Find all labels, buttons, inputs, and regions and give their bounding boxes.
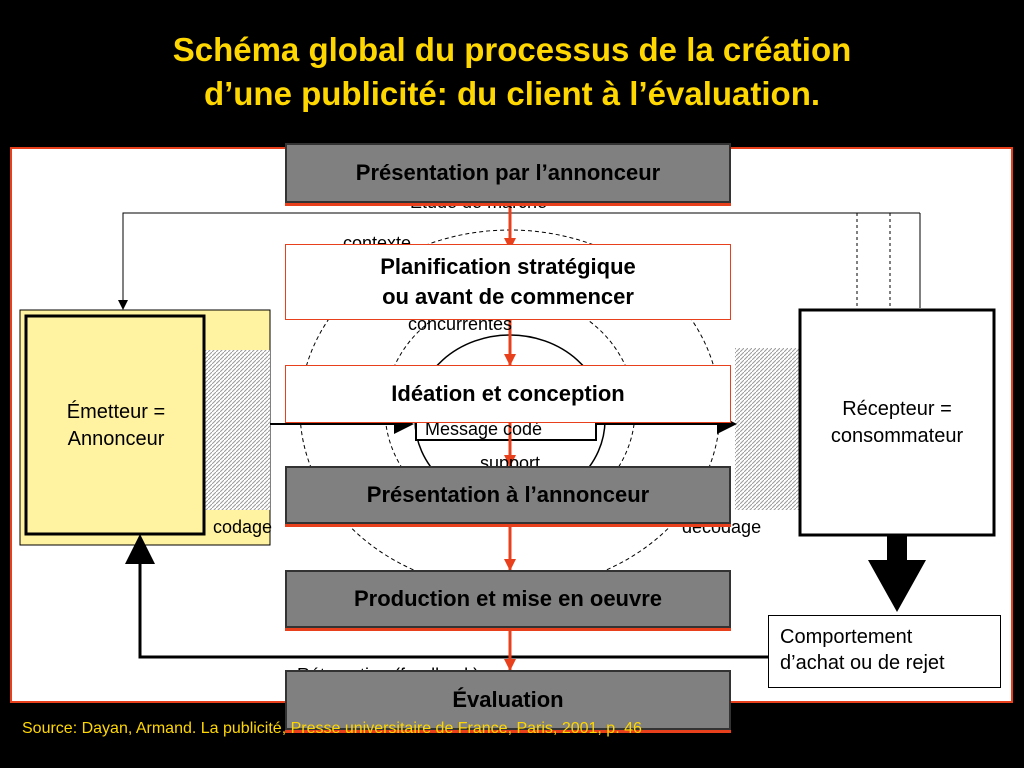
receiver-label-line-2: consommateur xyxy=(830,424,964,447)
emitter-label-line-2: Annonceur xyxy=(67,428,165,450)
behavior-box: Comportement d’achat ou de rejet xyxy=(768,615,1001,688)
step-label: Production et mise en oeuvre xyxy=(353,586,663,611)
emitter-label: Émetteur = Annonceur xyxy=(28,318,204,534)
process-arrowhead-2 xyxy=(504,354,516,366)
receiver-label: Récepteur = consommateur xyxy=(800,310,994,535)
slide-title-line-1: Schéma global du processus de la créatio… xyxy=(172,31,852,68)
step-label: Évaluation xyxy=(452,687,564,712)
step-ideation: Idéation et conception xyxy=(285,365,731,423)
step-production: Production et mise en oeuvre xyxy=(285,570,731,628)
behavior-label-line-2: d’achat ou de rejet xyxy=(780,652,945,674)
step-client-presentation: Présentation par l’annonceur xyxy=(285,143,731,203)
process-arrowhead-3 xyxy=(504,455,516,467)
step-label: Présentation à l’annonceur xyxy=(366,482,650,507)
step-strategic-planning: Planification stratégique ou avant de co… xyxy=(285,244,731,320)
process-arrowhead-4 xyxy=(504,559,516,571)
step-presentation-to-client: Présentation à l’annonceur xyxy=(285,466,731,524)
coding-label: codage xyxy=(213,517,273,537)
source-citation: Source: Dayan, Armand. La publicité, Pre… xyxy=(22,720,642,737)
step-label: Planification stratégique ou avant de co… xyxy=(380,254,636,309)
emitter-label-line-1: Émetteur = xyxy=(66,401,166,423)
step-label: Présentation par l’annonceur xyxy=(355,160,661,185)
message-label: Message codé xyxy=(425,419,543,439)
behavior-arrow xyxy=(868,535,926,612)
step-evaluation: Évaluation xyxy=(285,670,731,730)
emitter-box xyxy=(24,314,206,536)
slide-title-line-2: d’une publicité: du client à l’évaluatio… xyxy=(203,75,821,112)
behavior-label-line-1: Comportement xyxy=(780,626,913,648)
receiver-label-line-1: Récepteur = xyxy=(842,397,952,420)
feedback-arrow xyxy=(125,534,768,659)
market-study-arrow xyxy=(118,212,920,310)
step-label: Idéation et conception xyxy=(391,381,625,406)
receiver-box xyxy=(798,308,996,537)
process-arrowhead-5 xyxy=(504,659,516,671)
slide-title: Schéma global du processus de la créatio… xyxy=(0,28,1024,116)
